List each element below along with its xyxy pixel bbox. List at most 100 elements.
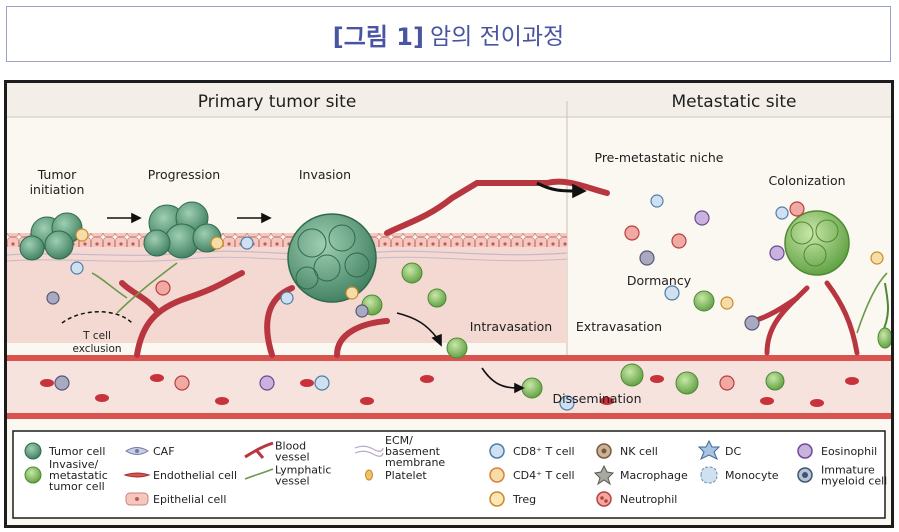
- ecm-icon: [354, 445, 384, 457]
- process-arrows: [107, 181, 587, 394]
- legend-label: Eosinophil: [821, 445, 877, 458]
- immature-myeloid-cell-icon: [797, 467, 813, 483]
- stage-extravasation: Extravasation: [576, 319, 662, 334]
- immune-cells: [46, 194, 884, 411]
- legend-label: Invasive/: [49, 458, 99, 471]
- legend-item: CD8⁺ T cell: [489, 443, 575, 459]
- stage-invasion: Invasion: [299, 167, 351, 182]
- legend-label: Endothelial cell: [153, 469, 237, 482]
- legend-label: Epithelial cell: [153, 493, 226, 506]
- legend-box: [12, 430, 886, 519]
- primary-site-header: Primary tumor site: [198, 92, 357, 112]
- legend-item: CD4⁺ T cell: [489, 467, 575, 483]
- dc-icon: [697, 439, 721, 461]
- basement-membrane: [7, 250, 568, 256]
- legend-item: Macrophage: [593, 464, 688, 486]
- legend-label: CAF: [153, 445, 175, 458]
- metastasis-diagram: Primary tumor site Metastatic site: [4, 80, 894, 528]
- vessel-wall-top: [7, 355, 891, 361]
- epithelial-layer: [7, 233, 567, 247]
- legend-label: Treg: [512, 493, 536, 506]
- neutrophil-icon: [596, 491, 612, 507]
- header-band: [7, 83, 891, 117]
- legend-label: vessel: [275, 475, 310, 488]
- cd4-t-cell-icon: [489, 467, 505, 483]
- legend-item: Treg: [489, 491, 536, 507]
- macrophage-icon: [593, 464, 615, 486]
- t-cell-exclusion-barrier: [61, 311, 133, 324]
- stage-dormancy: Dormancy: [627, 273, 692, 288]
- legend-item: Eosinophil: [797, 443, 877, 459]
- stage-progression: Progression: [148, 167, 220, 182]
- progression-cluster: [143, 201, 222, 259]
- figure-title: [그림 1] 암의 전이과정: [6, 6, 891, 62]
- legend-item: Platelet: [365, 469, 427, 482]
- legend-item: Monocyte: [700, 466, 779, 484]
- invasive-tumor-cells: [361, 262, 891, 399]
- figure-caption: 암의 전이과정: [429, 24, 565, 50]
- lymphatic-vessels: [91, 262, 888, 334]
- lymphatic-vessel-icon: [244, 468, 274, 480]
- legend-item: CAF: [125, 445, 175, 458]
- endothelial-cell-icon: [123, 472, 151, 478]
- legend-label: basement: [385, 445, 441, 458]
- nk-cell-icon: [596, 443, 612, 459]
- eosinophil-icon: [797, 443, 813, 459]
- t-cell-exclusion-line1: T cell: [82, 330, 111, 342]
- figure-number: [그림 1]: [332, 22, 424, 51]
- legend-item: Epithelial cell: [125, 492, 226, 506]
- legend-label: CD4⁺ T cell: [513, 469, 575, 482]
- legend-item: Neutrophil: [596, 491, 677, 507]
- legend-label: myeloid cell: [821, 475, 887, 488]
- caf-icon: [125, 447, 149, 455]
- t-cell-exclusion-line2: exclusion: [72, 343, 121, 355]
- legend-label: Macrophage: [620, 469, 688, 482]
- stage-intravasation: Intravasation: [470, 319, 552, 334]
- stage-dissemination: Dissemination: [553, 391, 642, 406]
- blood-vessel-icon: [244, 441, 274, 459]
- legend-item: NK cell: [596, 443, 658, 459]
- stage-pre-metastatic-niche: Pre-metastatic niche: [595, 150, 724, 165]
- legend-label: Immature: [821, 464, 875, 477]
- legend-item: Endothelial cell: [123, 469, 237, 482]
- stage-tumor-initiation-line2: initiation: [30, 182, 85, 197]
- stage-tumor-initiation-line1: Tumor: [37, 167, 77, 182]
- legend-label: metastatic: [49, 469, 108, 482]
- red-blood-cells: [40, 374, 859, 407]
- diagram-canvas: Primary tumor site Metastatic site: [7, 83, 891, 519]
- legend-label: tumor cell: [49, 480, 105, 493]
- tumor-initiation-cluster: [19, 212, 83, 261]
- invasive-tumor-cell-icon: [24, 466, 42, 484]
- platelet-icon: [365, 469, 373, 481]
- legend-label: CD8⁺ T cell: [513, 445, 575, 458]
- legend-label: NK cell: [620, 445, 658, 458]
- invasion-tumor-mass: [287, 213, 377, 303]
- legend-item: DC: [697, 439, 741, 461]
- legend-label: Platelet: [385, 469, 427, 482]
- tissue-blood-vessels: [119, 178, 610, 358]
- legend-label: Monocyte: [725, 469, 779, 482]
- metastatic-site-header: Metastatic site: [672, 92, 797, 112]
- stage-colonization: Colonization: [768, 173, 845, 188]
- legend-label: Blood: [275, 440, 306, 453]
- bloodstream: [7, 357, 891, 417]
- treg-icon: [489, 491, 505, 507]
- legend-label: Lymphatic: [275, 464, 331, 477]
- vessel-wall-bottom: [7, 413, 891, 419]
- cd8-t-cell-icon: [489, 443, 505, 459]
- epithelial-cell-icon: [125, 492, 149, 506]
- legend-label: Tumor cell: [48, 445, 105, 458]
- legend-label: vessel: [275, 451, 310, 464]
- legend-label: DC: [725, 445, 741, 458]
- tumor-cell-icon: [24, 442, 42, 460]
- monocyte-icon: [700, 466, 718, 484]
- legend-label: membrane: [385, 456, 445, 469]
- legend-label: ECM/: [385, 434, 413, 447]
- legend-label: Neutrophil: [620, 493, 677, 506]
